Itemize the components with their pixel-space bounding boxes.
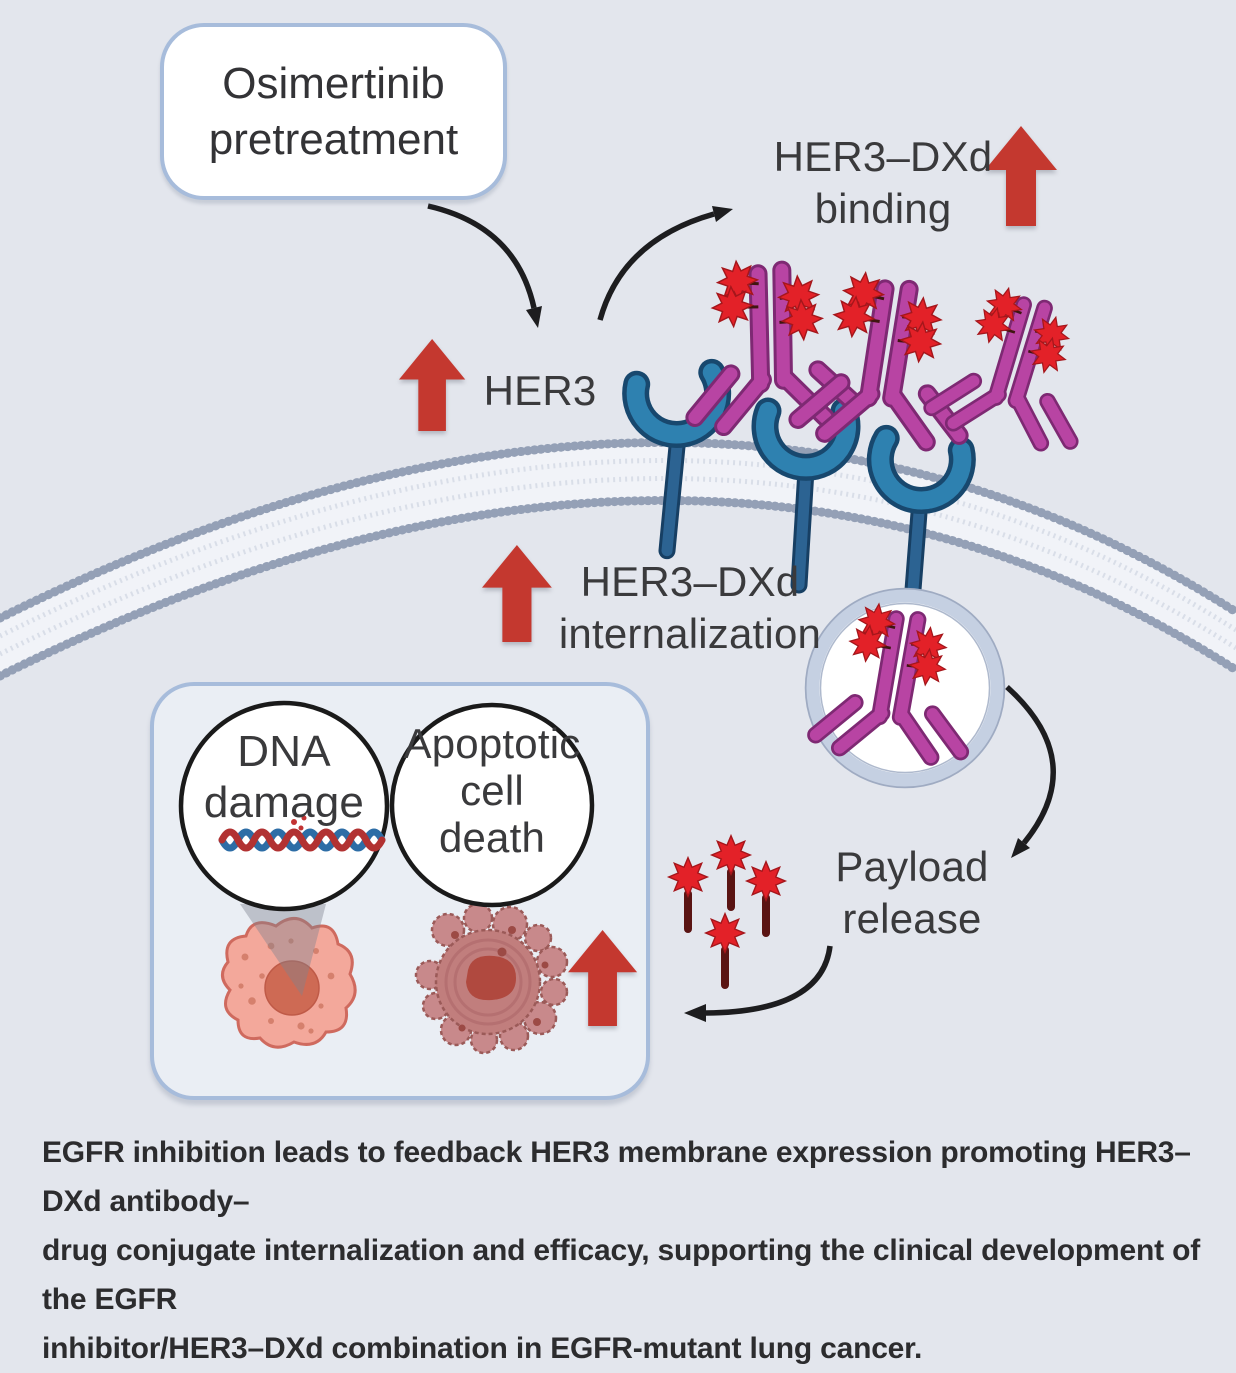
- adc-antibody-icons: [684, 254, 1102, 452]
- payload-molecule-icons: [669, 836, 786, 985]
- apoptotic-circle: [389, 702, 595, 908]
- payload-release-label: Payload release: [835, 843, 989, 942]
- payload-molecule-icon: [669, 858, 708, 929]
- figure-caption: EGFR inhibition leads to feedback HER3 m…: [42, 1128, 1217, 1373]
- osimertinib-line1: Osimertinib: [222, 58, 445, 108]
- caption-line2: drug conjugate internalization and effic…: [42, 1234, 1200, 1316]
- membrane-to-binding-arrow-icon: [597, 206, 733, 321]
- osimertinib-pretreatment-box: Osimertinib pretreatment: [160, 23, 507, 200]
- her3-label: HER3: [483, 367, 597, 414]
- osimertinib-to-membrane-arrow-icon: [427, 203, 542, 328]
- her3-dxd-internalization-label: HER3–DXd internalization: [558, 558, 822, 657]
- apoptotic-cell-death-label: Apoptotic cell death: [403, 720, 581, 861]
- dna-helix-icon: [218, 815, 386, 852]
- magnifier-cone-icon: [240, 904, 326, 996]
- payload-to-cell-arrow-icon: [684, 945, 833, 1022]
- her3-dxd-binding-label: HER3–DXd binding: [773, 133, 993, 232]
- payload-molecule-icon: [712, 836, 751, 907]
- payload-molecule-icon: [747, 862, 786, 933]
- apoptosis-up-arrow-icon: [568, 930, 638, 1026]
- vesicle-icon: [804, 587, 1006, 789]
- dna-damage-circle: [178, 700, 390, 912]
- caption-line3: inhibitor/HER3–DXd combination in EGFR-m…: [42, 1332, 923, 1365]
- vesicle-to-payload-arrow-icon: [1005, 684, 1056, 858]
- payload-molecule-icon: [706, 914, 745, 985]
- dna-damage-label: DNA damage: [203, 727, 365, 827]
- osimertinib-line2: pretreatment: [208, 114, 459, 164]
- diagram-artwork: [0, 126, 1236, 1055]
- caption-line1: EGFR inhibition leads to feedback HER3 m…: [42, 1136, 1191, 1218]
- process-arrows: [427, 203, 1056, 1022]
- figure-canvas: Osimertinib pretreatment HER3–DXd bindin…: [0, 23, 1236, 1365]
- tumor-cell-icon: [221, 917, 357, 1049]
- apoptotic-cell-icon: [414, 902, 569, 1055]
